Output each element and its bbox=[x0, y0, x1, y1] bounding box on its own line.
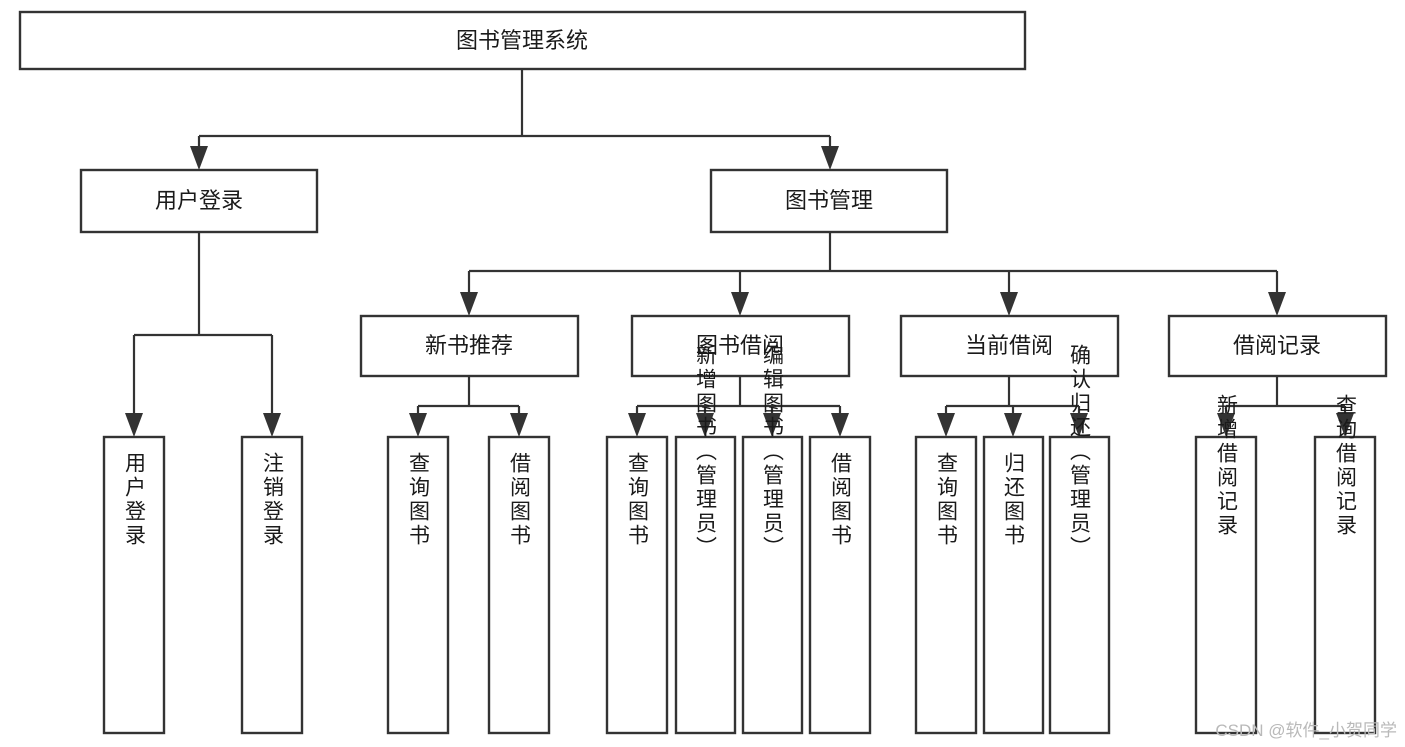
leaf-borrow-book-2[interactable]: 借阅图书 bbox=[808, 435, 872, 735]
node-new-book-recommend[interactable]: 新书推荐 bbox=[359, 314, 580, 378]
leaf-query-record-label: 查询借阅记录 bbox=[1334, 394, 1358, 538]
node-user-login-label: 用户登录 bbox=[155, 188, 243, 213]
node-user-login[interactable]: 用户登录 bbox=[79, 168, 319, 234]
arrowhead-leaf-borrow-book-1 bbox=[510, 413, 528, 437]
leaf-query-book-3[interactable]: 查询图书 bbox=[914, 435, 978, 735]
node-book-borrow[interactable]: 图书借阅 bbox=[630, 314, 851, 378]
leaf-add-book-box[interactable] bbox=[674, 435, 737, 735]
leaf-query-book-1-box[interactable] bbox=[386, 435, 450, 735]
leaf-return-book-box[interactable] bbox=[982, 435, 1045, 735]
node-current-borrow[interactable]: 当前借阅 bbox=[899, 314, 1120, 378]
leaf-user-logout-label: 注销登录 bbox=[261, 452, 285, 548]
arrowhead-leaf-query-book-3 bbox=[937, 413, 955, 437]
leaf-borrow-book-2-box[interactable] bbox=[808, 435, 872, 735]
leaf-user-login-label: 用户登录 bbox=[123, 452, 147, 548]
arrowhead-leaf-user-login bbox=[125, 413, 143, 437]
leaf-edit-book-box[interactable] bbox=[741, 435, 804, 735]
leaf-return-book[interactable]: 归还图书 bbox=[982, 435, 1045, 735]
leaf-edit-book[interactable]: 编辑图书（管理员） bbox=[741, 344, 804, 735]
node-current-borrow-label: 当前借阅 bbox=[965, 333, 1053, 358]
arrowhead-leaf-edit-book bbox=[763, 413, 781, 437]
leaf-borrow-book-1[interactable]: 借阅图书 bbox=[487, 435, 551, 735]
leaf-query-book-2-box[interactable] bbox=[605, 435, 669, 735]
leaf-confirm-return-label: 确认归还（管理员） bbox=[1068, 344, 1092, 560]
leaf-borrow-book-1-label: 借阅图书 bbox=[508, 452, 532, 548]
leaf-query-book-3-label: 查询图书 bbox=[935, 452, 959, 548]
arrowhead-book-management bbox=[821, 146, 839, 170]
leaf-query-book-1-label: 查询图书 bbox=[407, 452, 431, 548]
leaf-add-record[interactable]: 新增借阅记录 bbox=[1194, 394, 1258, 735]
leaf-add-record-label: 新增借阅记录 bbox=[1215, 394, 1239, 538]
leaf-query-book-2-label: 查询图书 bbox=[626, 452, 650, 548]
leaf-user-logout-box[interactable] bbox=[240, 435, 304, 735]
arrowhead-leaf-add-book bbox=[696, 413, 714, 437]
arrowhead-leaf-return-book bbox=[1004, 413, 1022, 437]
node-book-management[interactable]: 图书管理 bbox=[709, 168, 949, 234]
leaf-confirm-return[interactable]: 确认归还（管理员） bbox=[1048, 344, 1111, 735]
arrowhead-new-book-recommend bbox=[460, 292, 478, 316]
leaf-query-book-1[interactable]: 查询图书 bbox=[386, 435, 450, 735]
leaf-return-book-label: 归还图书 bbox=[1002, 452, 1026, 548]
arrowhead-leaf-query-record bbox=[1336, 413, 1354, 437]
edge-layer bbox=[125, 69, 1354, 437]
leaf-user-login[interactable]: 用户登录 bbox=[102, 435, 166, 735]
arrowhead-leaf-user-logout bbox=[263, 413, 281, 437]
node-new-book-recommend-box[interactable] bbox=[359, 314, 580, 378]
node-new-book-recommend-label: 新书推荐 bbox=[425, 333, 513, 358]
leaf-query-book-3-box[interactable] bbox=[914, 435, 978, 735]
leaf-query-book-2[interactable]: 查询图书 bbox=[605, 435, 669, 735]
node-book-management-box[interactable] bbox=[709, 168, 949, 234]
leaf-add-record-box[interactable] bbox=[1194, 435, 1258, 735]
arrowhead-current-borrow bbox=[1000, 292, 1018, 316]
node-root-label: 图书管理系统 bbox=[456, 28, 588, 53]
leaf-add-book-label: 新增图书（管理员） bbox=[694, 344, 718, 560]
node-borrow-record-label: 借阅记录 bbox=[1233, 333, 1321, 358]
arrowhead-leaf-add-record bbox=[1217, 413, 1235, 437]
node-borrow-record-box[interactable] bbox=[1167, 314, 1388, 378]
node-user-login-box[interactable] bbox=[79, 168, 319, 234]
node-current-borrow-box[interactable] bbox=[899, 314, 1120, 378]
leaf-edit-book-label: 编辑图书（管理员） bbox=[761, 344, 785, 560]
leaf-user-logout[interactable]: 注销登录 bbox=[240, 435, 304, 735]
leaf-query-record[interactable]: 查询借阅记录 bbox=[1313, 394, 1377, 735]
node-book-borrow-label: 图书借阅 bbox=[696, 333, 784, 358]
arrowhead-user-login bbox=[190, 146, 208, 170]
node-borrow-record[interactable]: 借阅记录 bbox=[1167, 314, 1388, 378]
leaf-borrow-book-1-box[interactable] bbox=[487, 435, 551, 735]
leaf-confirm-return-box[interactable] bbox=[1048, 435, 1111, 735]
node-book-borrow-box[interactable] bbox=[630, 314, 851, 378]
arrowhead-leaf-borrow-book-2 bbox=[831, 413, 849, 437]
node-book-management-label: 图书管理 bbox=[785, 188, 873, 213]
leaf-user-login-box[interactable] bbox=[102, 435, 166, 735]
arrowhead-borrow-record bbox=[1268, 292, 1286, 316]
leaf-borrow-book-2-label: 借阅图书 bbox=[829, 452, 853, 548]
arrowhead-leaf-query-book-1 bbox=[409, 413, 427, 437]
arrowhead-leaf-query-book-2 bbox=[628, 413, 646, 437]
node-root[interactable]: 图书管理系统 bbox=[18, 10, 1027, 71]
node-root-box[interactable] bbox=[18, 10, 1027, 71]
arrowhead-leaf-confirm-return bbox=[1070, 413, 1088, 437]
leaf-query-record-box[interactable] bbox=[1313, 435, 1377, 735]
arrowhead-book-borrow bbox=[731, 292, 749, 316]
leaf-add-book[interactable]: 新增图书（管理员） bbox=[674, 344, 737, 735]
